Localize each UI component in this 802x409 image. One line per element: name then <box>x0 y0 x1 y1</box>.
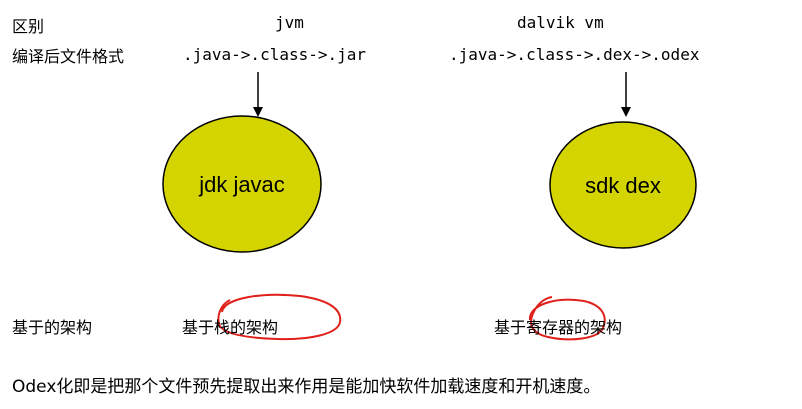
dalvik-tool-label: sdk dex <box>585 173 661 198</box>
jvm-arch-highlight <box>217 293 342 341</box>
dalvik-format: .java->.class->.dex->.odex <box>449 45 700 64</box>
jvm-tool-label: jdk javac <box>198 172 285 197</box>
jvm-tool-node <box>162 115 322 253</box>
dalvik-arch-highlight <box>528 296 606 341</box>
dalvik-arch: 基于寄存器的架构 <box>494 318 623 337</box>
jvm-arch: 基于栈的架构 <box>182 318 279 337</box>
format-label: 编译后文件格式 <box>12 47 125 66</box>
header-label: 区别 <box>12 17 45 36</box>
dalvik-heading: dalvik vm <box>517 13 604 32</box>
dalvik-tool-node <box>549 121 697 249</box>
footnote: Odex化即是把那个文件预先提取出来作用是能加快软件加载速度和开机速度。 <box>12 377 601 397</box>
arch-label: 基于的架构 <box>12 318 93 337</box>
jvm-heading: jvm <box>275 13 304 32</box>
jvm-format: .java->.class->.jar <box>183 45 367 64</box>
